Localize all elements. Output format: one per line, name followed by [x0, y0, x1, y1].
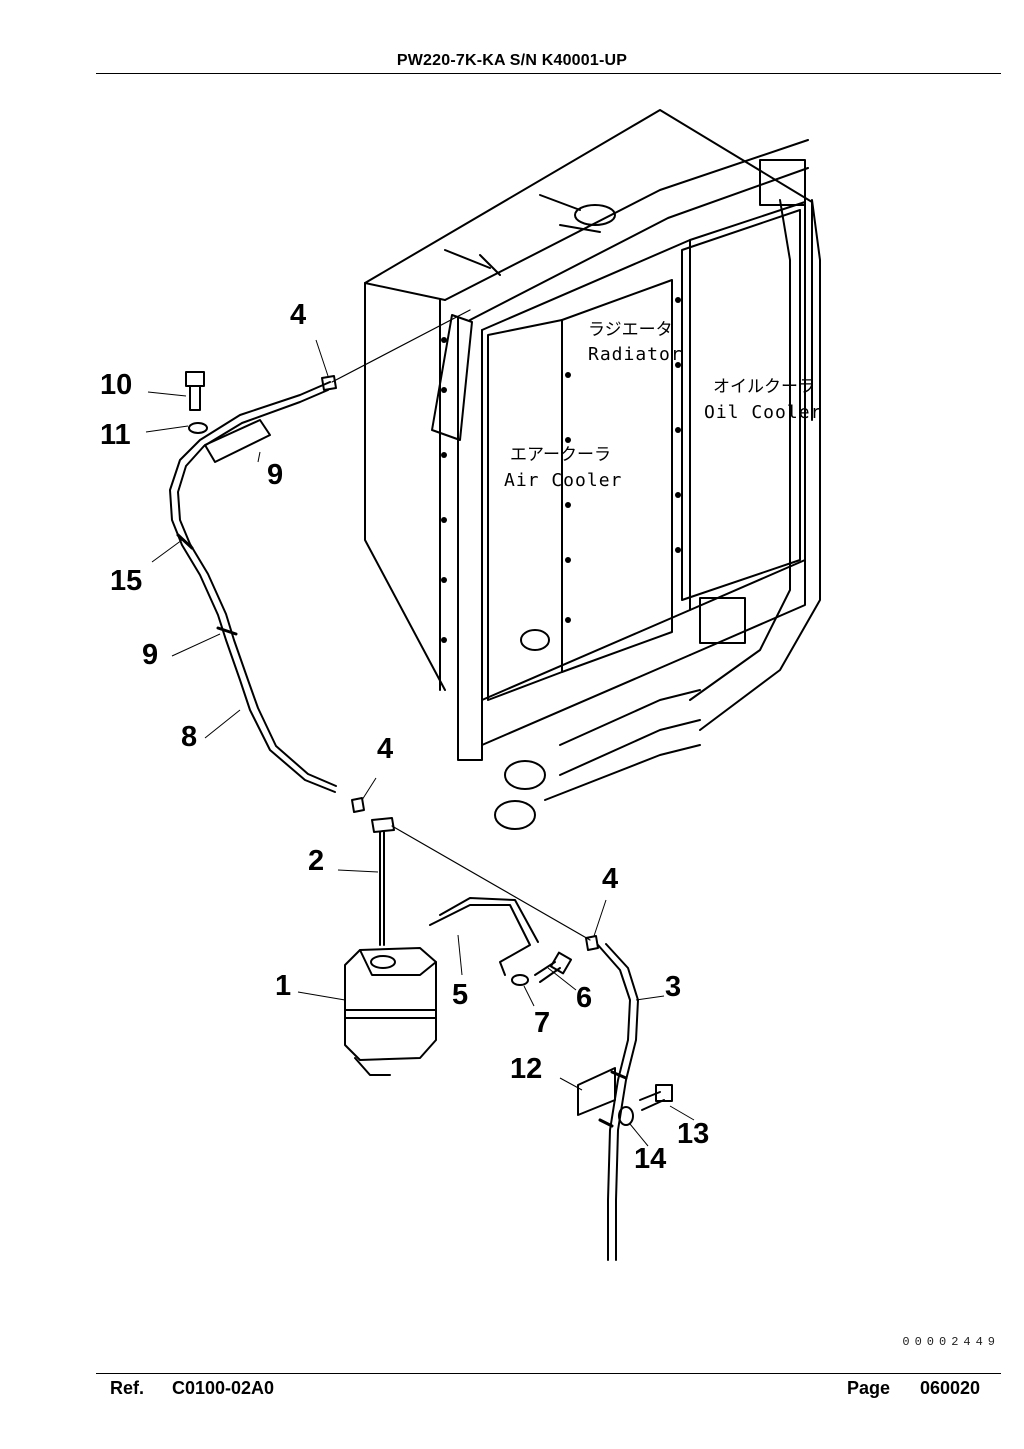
callout-1: 1	[275, 970, 291, 1002]
callout-5: 5	[452, 979, 468, 1011]
radiator-label-en: Radiator	[588, 344, 683, 365]
washer-7	[511, 974, 529, 986]
hose-8	[169, 381, 336, 793]
callout-15: 15	[110, 565, 142, 597]
callout-3: 3	[665, 971, 681, 1003]
air-cooler-label-en: Air Cooler	[504, 470, 622, 491]
component-labels: ラジエータ Radiator オイルクーラ Oil Cooler エアークーラ …	[504, 320, 822, 491]
oil-cooler-label-en: Oil Cooler	[704, 402, 822, 423]
washer-14	[618, 1106, 634, 1126]
callout-4-top: 4	[290, 299, 306, 331]
callout-13: 13	[677, 1118, 709, 1150]
footer-ref-label: Ref.	[110, 1378, 145, 1398]
callout-4-low: 4	[602, 863, 618, 895]
air-cooler-label-jp: エアークーラ	[510, 445, 611, 465]
document-code: 00002449	[902, 1335, 1000, 1349]
level-gauge-2	[371, 817, 395, 946]
footer-page-label: Page	[847, 1378, 891, 1398]
bolt-10	[185, 371, 205, 411]
callout-9-mid: 9	[142, 639, 158, 671]
callout-11: 11	[100, 419, 131, 451]
callout-10: 10	[100, 369, 132, 401]
callout-9-top: 9	[267, 459, 283, 491]
callout-8: 8	[181, 721, 197, 753]
footer-page-value: 060020	[920, 1378, 981, 1398]
clamp-12	[577, 1067, 616, 1116]
footer-rule	[96, 1373, 1001, 1374]
callout-6: 6	[576, 982, 592, 1014]
callout-12: 12	[510, 1053, 542, 1085]
callout-14: 14	[634, 1143, 666, 1175]
page-header-title: PW220-7K-KA S/N K40001-UP	[396, 52, 628, 69]
header-rule	[96, 73, 1001, 74]
radiator-assembly	[364, 109, 821, 830]
bolt-13	[639, 1084, 673, 1111]
reserve-tank-1	[344, 947, 437, 1076]
hose-3	[597, 944, 631, 1261]
footer-ref-value: C0100-02A0	[172, 1378, 275, 1398]
callout-7: 7	[534, 1007, 550, 1039]
clamp-9-top	[204, 419, 271, 463]
callout-2: 2	[308, 845, 324, 877]
callout-4-mid: 4	[377, 733, 393, 765]
oil-cooler-label-jp: オイルクーラ	[713, 377, 815, 397]
bolt-6	[534, 951, 573, 983]
bracket-5	[429, 904, 531, 976]
radiator-label-jp: ラジエータ	[588, 320, 673, 340]
washer-11	[188, 422, 208, 434]
callout-numbers: 4 10 11 9 15 9 8 4 2 4 1 5 6 7 3 12 13 1…	[100, 299, 709, 1175]
